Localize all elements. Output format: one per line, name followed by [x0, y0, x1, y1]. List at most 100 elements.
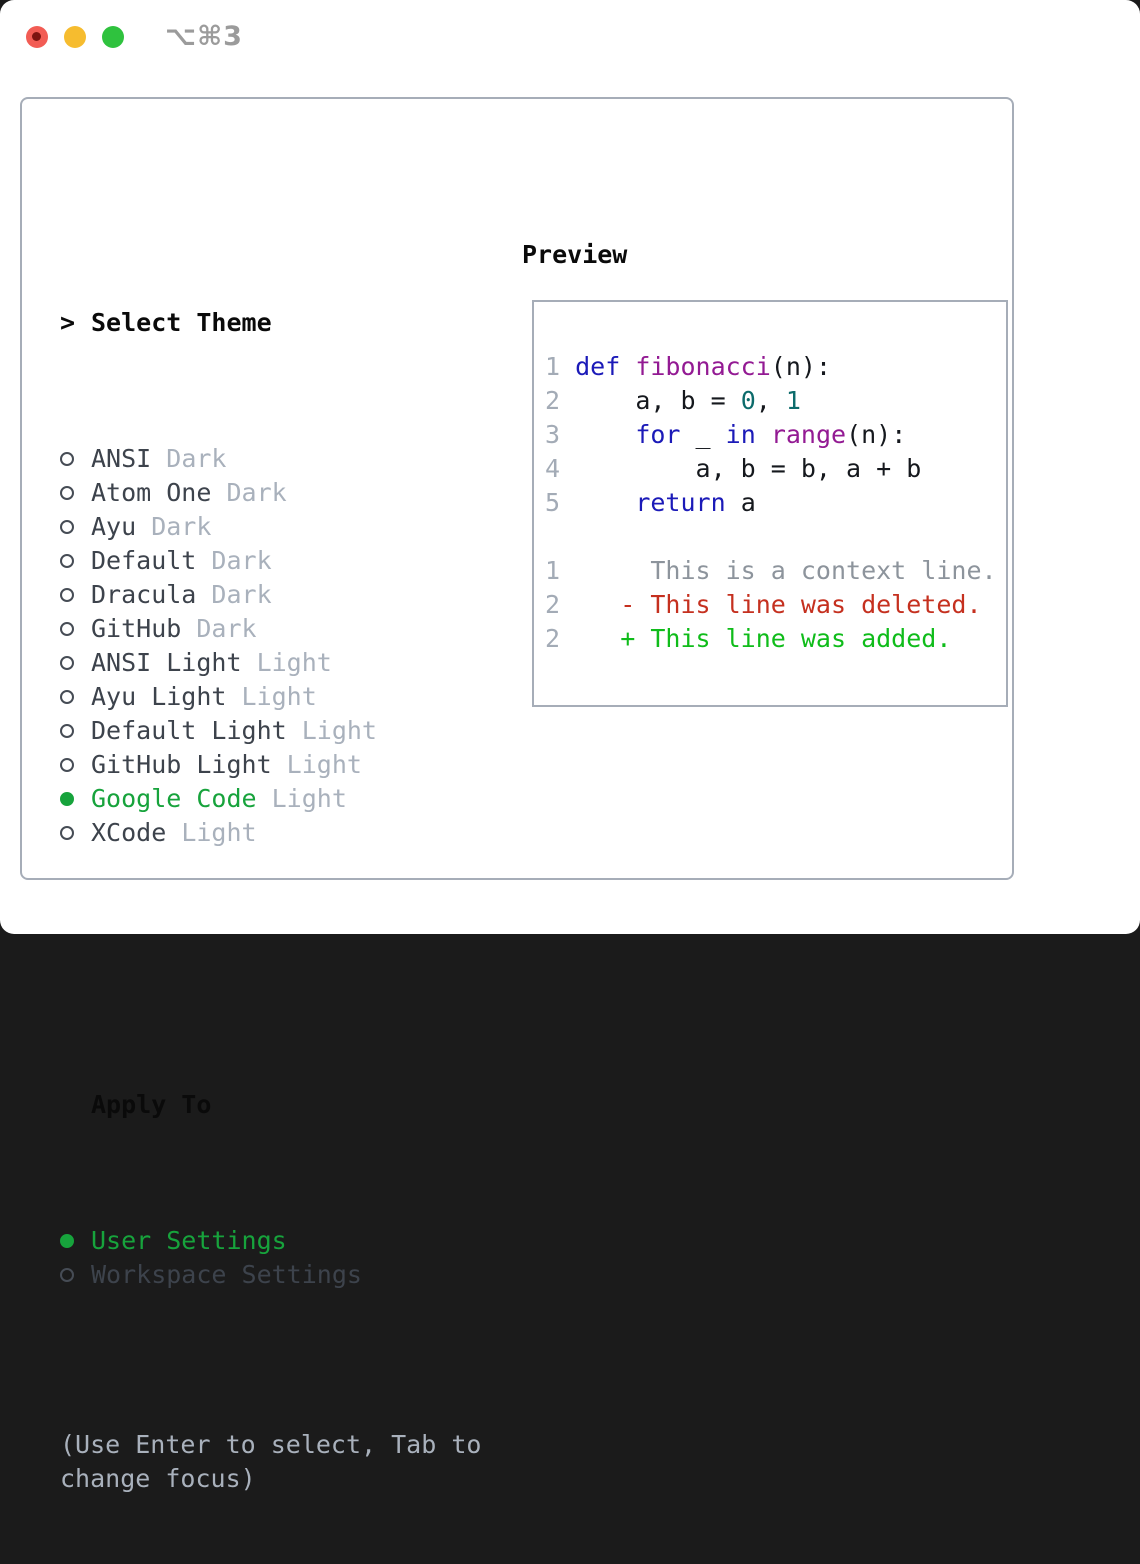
- theme-variant: Dark: [196, 546, 272, 575]
- code-line: 1 def fibonacci(n):: [545, 352, 832, 381]
- diff-line: 2 - This line was deleted.: [545, 590, 982, 619]
- code-line: 3 for _ in range(n):: [545, 420, 907, 449]
- radio-slot: [60, 442, 91, 476]
- radio-icon: [60, 724, 74, 738]
- preview-header: Preview: [522, 240, 628, 269]
- line-number: 1: [545, 556, 576, 585]
- theme-name: Default: [91, 546, 197, 575]
- blank-line: [545, 520, 997, 554]
- radio-icon: [60, 1268, 74, 1282]
- line-number: 5: [545, 488, 576, 517]
- diff-line: 1 This is a context line.: [545, 556, 997, 585]
- theme-name: Ayu: [91, 512, 137, 541]
- theme-name: Google Code: [91, 784, 257, 813]
- theme-option-ansi-light[interactable]: ANSI Light Light: [60, 646, 520, 680]
- minimize-button[interactable]: [64, 26, 86, 48]
- theme-variant: Dark: [136, 512, 212, 541]
- select-theme-title: Select Theme: [91, 308, 272, 337]
- radio-icon: [60, 588, 74, 602]
- radio-icon: [60, 520, 74, 534]
- code-line: 2 a, b = 0, 1: [545, 386, 801, 415]
- theme-name: XCode: [91, 818, 167, 847]
- radio-slot: [60, 714, 91, 748]
- radio-icon: [60, 826, 74, 840]
- apply-option-user-settings[interactable]: User Settings: [60, 1224, 520, 1258]
- theme-option-default[interactable]: Default Dark: [60, 544, 520, 578]
- radio-slot: [60, 1258, 91, 1292]
- window-title: ⌥⌘3: [165, 21, 243, 52]
- radio-slot: [60, 510, 91, 544]
- theme-name: Ayu Light: [91, 682, 227, 711]
- radio-icon: [60, 452, 74, 466]
- theme-name: GitHub Light: [91, 750, 272, 779]
- radio-icon: [60, 554, 74, 568]
- radio-slot: [60, 782, 91, 816]
- hint-text: (Use Enter to select, Tab to change focu…: [60, 1430, 482, 1493]
- theme-option-ansi[interactable]: ANSI Dark: [60, 442, 520, 476]
- radio-slot: [60, 646, 91, 680]
- theme-name: Default Light: [91, 716, 287, 745]
- theme-option-atom-one[interactable]: Atom One Dark: [60, 476, 520, 510]
- theme-option-xcode[interactable]: XCode Light: [60, 816, 520, 850]
- theme-name: Dracula: [91, 580, 197, 609]
- radio-slot: [60, 1224, 91, 1258]
- theme-option-github-light[interactable]: GitHub Light Light: [60, 748, 520, 782]
- theme-name: GitHub: [91, 614, 182, 643]
- radio-icon: [60, 622, 74, 636]
- apply-option-label: Workspace Settings: [91, 1260, 362, 1289]
- code-line: 4 a, b = b, a + b: [545, 454, 922, 483]
- theme-option-ayu[interactable]: Ayu Dark: [60, 510, 520, 544]
- theme-option-dracula[interactable]: Dracula Dark: [60, 578, 520, 612]
- radio-slot: [60, 680, 91, 714]
- spacer: [60, 952, 520, 986]
- radio-icon: [60, 656, 74, 670]
- radio-slot: [60, 544, 91, 578]
- theme-variant: Light: [256, 784, 347, 813]
- select-theme-header: > Select Theme: [60, 306, 520, 340]
- radio-icon: [60, 758, 74, 772]
- theme-variant: Dark: [196, 580, 272, 609]
- theme-option-github[interactable]: GitHub Dark: [60, 612, 520, 646]
- radio-icon: [60, 690, 74, 704]
- diff-line: 2 + This line was added.: [545, 624, 952, 653]
- line-number: 2: [545, 590, 576, 619]
- preview-box: 1 def fibonacci(n): 2 a, b = 0, 1 3 for _ …: [532, 300, 1008, 707]
- theme-name: ANSI: [91, 444, 152, 473]
- code-line: 5 return a: [545, 488, 756, 517]
- focus-caret-icon: >: [60, 308, 76, 337]
- theme-variant: Dark: [211, 478, 287, 507]
- radio-slot: [60, 612, 91, 646]
- radio-slot: [60, 476, 91, 510]
- theme-name: ANSI Light: [91, 648, 242, 677]
- code-preview: 1 def fibonacci(n): 2 a, b = 0, 1 3 for _ …: [545, 350, 997, 656]
- line-number: 4: [545, 454, 576, 483]
- radio-slot: [60, 748, 91, 782]
- line-number: 1: [545, 352, 576, 381]
- theme-option-google-code[interactable]: Google Code Light: [60, 782, 520, 816]
- titlebar: ⌥⌘3: [0, 0, 1140, 74]
- radio-slot: [60, 578, 91, 612]
- theme-name: Atom One: [91, 478, 212, 507]
- radio-selected-icon: [60, 792, 74, 806]
- theme-variant: Light: [286, 716, 377, 745]
- line-number: 2: [545, 624, 576, 653]
- line-number: 3: [545, 420, 576, 449]
- apply-to-header: Apply To: [60, 1088, 520, 1122]
- apply-to-title: Apply To: [91, 1090, 212, 1119]
- zoom-button[interactable]: [102, 26, 124, 48]
- theme-variant: Dark: [181, 614, 257, 643]
- theme-variant: Light: [226, 682, 317, 711]
- apply-option-label: User Settings: [91, 1226, 287, 1255]
- apply-option-workspace-settings[interactable]: Workspace Settings: [60, 1258, 520, 1292]
- theme-variant: Dark: [151, 444, 227, 473]
- theme-option-ayu-light[interactable]: Ayu Light Light: [60, 680, 520, 714]
- close-button[interactable]: [26, 26, 48, 48]
- line-number: 2: [545, 386, 576, 415]
- radio-selected-icon: [60, 1234, 74, 1248]
- theme-variant: Light: [166, 818, 257, 847]
- theme-option-default-light[interactable]: Default Light Light: [60, 714, 520, 748]
